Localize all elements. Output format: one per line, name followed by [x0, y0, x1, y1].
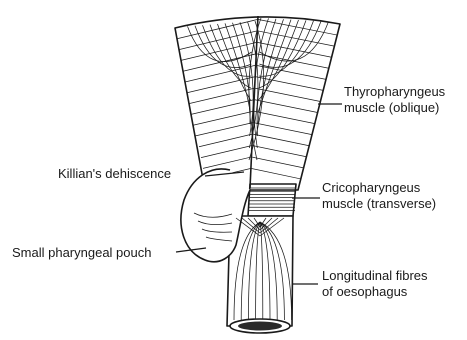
label-killians-dehiscence: Killian's dehiscence [58, 166, 171, 182]
label-longitudinal-fibres-line1: Longitudinal fibres [322, 268, 428, 284]
label-thyropharyngeus-line1: Thyropharyngeus [344, 84, 445, 100]
label-longitudinal-fibres-line2: of oesophagus [322, 284, 407, 300]
label-cricopharyngeus-line2: muscle (transverse) [322, 196, 436, 212]
oesophageal-lumen-dark [238, 322, 282, 331]
label-cricopharyngeus-line1: Cricopharyngeus [322, 180, 420, 196]
cricopharyngeus-band-outline [248, 184, 296, 216]
label-small-pharyngeal-pouch: Small pharyngeal pouch [12, 245, 151, 261]
label-thyropharyngeus-line2: muscle (oblique) [344, 100, 439, 116]
